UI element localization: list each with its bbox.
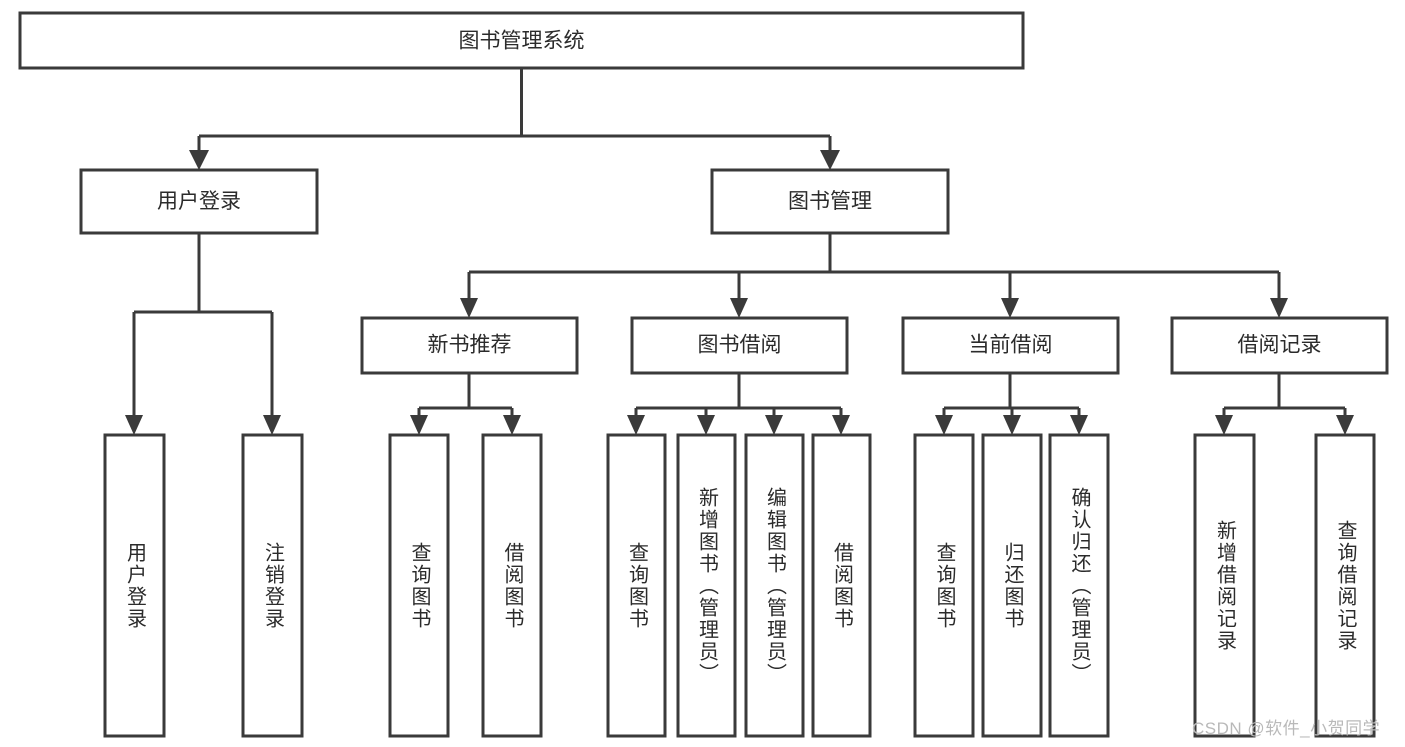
arrow-head-leaf-borrow-book-recommend [503, 415, 521, 435]
node-user-login[interactable]: 用户登录 [79, 168, 319, 235]
arrow-head-leaf-add-borrow-record [1215, 415, 1233, 435]
connector-layer [125, 68, 1354, 435]
node-borrow-record[interactable]: 借阅记录 [1170, 316, 1389, 375]
node-root-box[interactable] [18, 11, 1025, 70]
leaf-box-add-book-admin[interactable] [676, 433, 737, 738]
node-new-book-recommend-box[interactable] [360, 316, 579, 375]
arrow-head-book-management [820, 150, 840, 170]
node-book-management[interactable]: 图书管理 [710, 168, 950, 235]
leaf-box-query-borrow-record[interactable] [1314, 433, 1376, 738]
node-current-borrow[interactable]: 当前借阅 [901, 316, 1120, 375]
arrow-head-leaf-query-book-borrow [627, 415, 645, 435]
leaf-box-confirm-return-admin[interactable] [1048, 433, 1110, 738]
node-book-borrow-box[interactable] [630, 316, 849, 375]
node-new-book-recommend-label: 新书推荐 [428, 334, 512, 357]
node-book-management-label: 图书管理 [788, 190, 872, 213]
arrow-head-user-login [189, 150, 209, 170]
arrow-head-leaf-confirm-return-admin [1070, 415, 1088, 435]
node-new-book-recommend[interactable]: 新书推荐 [360, 316, 579, 375]
arrow-head-leaf-edit-book-admin [765, 415, 783, 435]
node-root-label: 图书管理系统 [459, 30, 585, 53]
leaf-box-logout-login[interactable] [241, 433, 304, 738]
leaf-box-layer [103, 433, 1376, 738]
leaf-box-query-book-current[interactable] [913, 433, 975, 738]
arrow-head-leaf-query-borrow-record [1336, 415, 1354, 435]
arrow-head-leaf-query-book-current [935, 415, 953, 435]
arrow-head-current-borrow [1001, 298, 1019, 318]
leaf-box-borrow-book-recommend[interactable] [481, 433, 543, 738]
arrow-head-new-book-recommend [460, 298, 478, 318]
leaf-box-query-book-recommend[interactable] [388, 433, 450, 738]
arrow-head-book-borrow [730, 298, 748, 318]
arrow-head-leaf-logout-login [263, 415, 281, 435]
arrow-head-leaf-borrow-book [832, 415, 850, 435]
leaf-box-edit-book-admin[interactable] [744, 433, 805, 738]
arrow-head-borrow-record [1270, 298, 1288, 318]
arrow-head-leaf-return-book [1003, 415, 1021, 435]
node-user-login-label: 用户登录 [157, 190, 241, 213]
node-book-management-box[interactable] [710, 168, 950, 235]
leaf-box-return-book[interactable] [981, 433, 1043, 738]
leaf-box-user-login[interactable] [103, 433, 166, 738]
node-borrow-record-label: 借阅记录 [1238, 334, 1322, 357]
leaf-box-add-borrow-record[interactable] [1193, 433, 1256, 738]
leaf-box-query-book-borrow[interactable] [606, 433, 667, 738]
node-borrow-record-box[interactable] [1170, 316, 1389, 375]
csdn-watermark: CSDN @软件_小贺同学 [1192, 719, 1381, 738]
node-user-login-box[interactable] [79, 168, 319, 235]
leaf-box-borrow-book[interactable] [811, 433, 872, 738]
node-current-borrow-label: 当前借阅 [969, 334, 1053, 357]
arrow-head-leaf-add-book-admin [697, 415, 715, 435]
node-book-borrow[interactable]: 图书借阅 [630, 316, 849, 375]
node-current-borrow-box[interactable] [901, 316, 1120, 375]
arrow-head-leaf-query-book-recommend [410, 415, 428, 435]
node-root[interactable]: 图书管理系统 [18, 11, 1025, 70]
node-book-borrow-label: 图书借阅 [698, 334, 782, 357]
arrow-head-leaf-user-login [125, 415, 143, 435]
